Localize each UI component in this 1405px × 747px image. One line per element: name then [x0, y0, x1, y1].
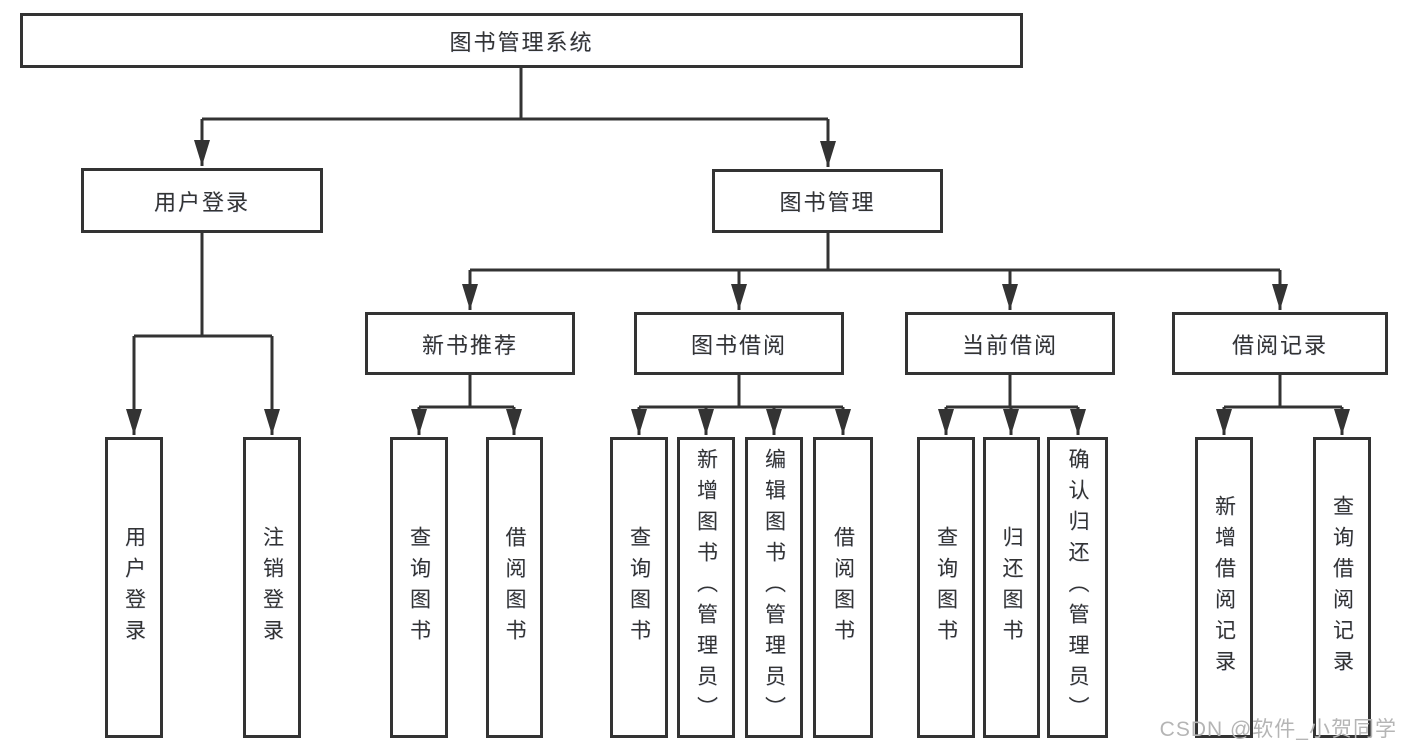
node-book-management: 图书管理	[712, 169, 943, 233]
node-current-borrowing: 当前借阅	[905, 312, 1115, 375]
leaf-query-books-borrowing: 查询图书	[610, 437, 668, 738]
leaf-query-books-recommend: 查询图书	[390, 437, 448, 738]
leaf-logout: 注销登录	[243, 437, 301, 738]
leaf-user-login: 用户登录	[105, 437, 163, 738]
leaf-confirm-return-admin: 确认归还（管理员）	[1047, 437, 1108, 738]
leaf-borrow-books: 借阅图书	[813, 437, 873, 738]
node-borrowing-records: 借阅记录	[1172, 312, 1388, 375]
node-user-login: 用户登录	[81, 168, 323, 233]
node-new-book-recommend: 新书推荐	[365, 312, 575, 375]
watermark-csdn: CSDN @软件_小贺同学	[1159, 718, 1397, 741]
leaf-add-book-admin: 新增图书（管理员）	[677, 437, 735, 738]
node-library-system: 图书管理系统	[20, 13, 1023, 68]
leaf-return-book: 归还图书	[983, 437, 1040, 738]
leaf-borrow-books-recommend: 借阅图书	[486, 437, 543, 738]
leaf-edit-book-admin: 编辑图书（管理员）	[745, 437, 803, 738]
leaf-query-books-current: 查询图书	[917, 437, 975, 738]
node-book-borrowing: 图书借阅	[634, 312, 844, 375]
leaf-add-borrow-record: 新增借阅记录	[1195, 437, 1253, 738]
leaf-query-borrow-record: 查询借阅记录	[1313, 437, 1371, 738]
